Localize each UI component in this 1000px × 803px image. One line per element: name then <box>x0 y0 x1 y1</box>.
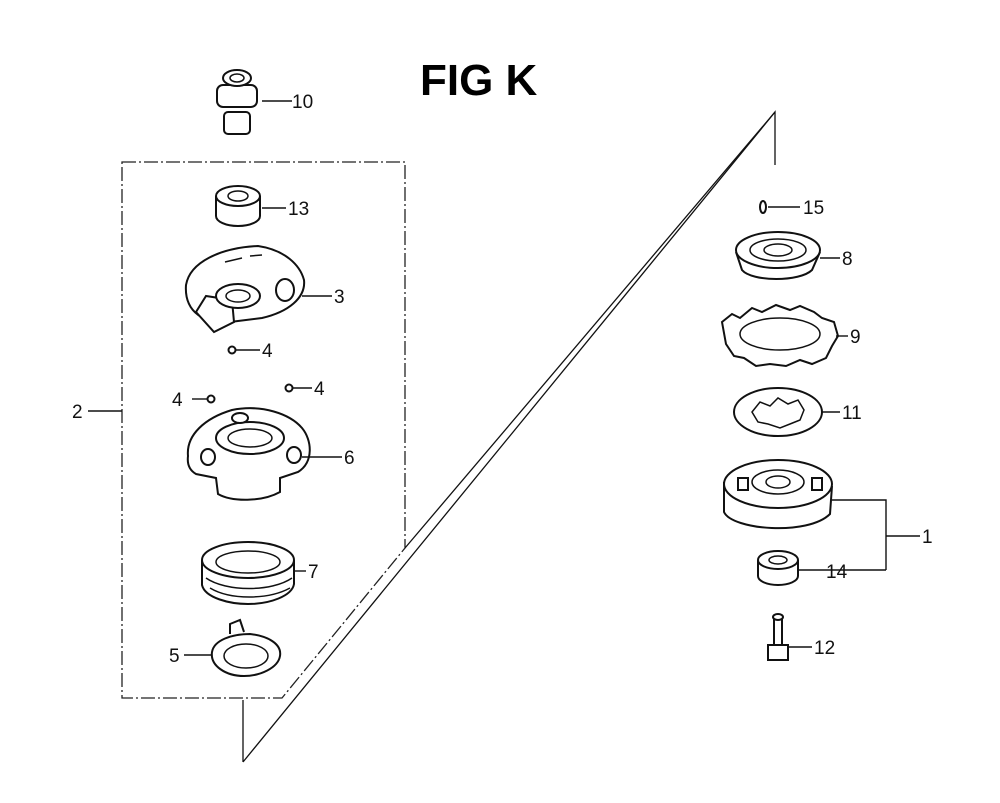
callout-3: 3 <box>334 287 345 308</box>
callout-13: 13 <box>288 199 309 220</box>
callout-6: 6 <box>344 448 355 469</box>
part-14-bearing <box>757 550 799 586</box>
assembly-connector-line <box>242 110 776 763</box>
part-5-spring-holder <box>210 618 282 678</box>
part-15-pin <box>759 200 767 214</box>
part-10-knob <box>216 69 258 135</box>
callout-2: 2 <box>72 402 83 423</box>
callout-15: 15 <box>803 198 824 219</box>
callout-5: 5 <box>169 646 180 667</box>
part-4-ball-c <box>284 383 294 393</box>
leader-1 <box>832 499 920 570</box>
part-9-toothed-ring <box>720 303 840 368</box>
assembly-connector-line-right <box>404 111 776 549</box>
callout-8: 8 <box>842 249 853 270</box>
callout-4-b: 4 <box>172 390 183 411</box>
callout-4-a: 4 <box>262 341 273 362</box>
callout-11: 11 <box>842 403 862 424</box>
callout-14: 14 <box>826 562 848 583</box>
callout-9: 9 <box>850 327 861 348</box>
part-12-bolt <box>767 613 789 661</box>
part-7-spring <box>201 541 295 606</box>
callout-10: 10 <box>292 92 313 113</box>
subassembly-frame <box>121 161 406 699</box>
callout-4-c: 4 <box>314 379 325 400</box>
part-6-lower-plate <box>186 407 311 501</box>
callout-7: 7 <box>308 562 319 583</box>
part-4-ball-a <box>227 345 237 355</box>
part-1-spool-housing <box>723 459 833 530</box>
figure-title: FIG K <box>420 56 538 105</box>
part-8-top-cover <box>735 231 821 280</box>
callout-1: 1 <box>922 527 933 548</box>
part-11-drive-plate <box>733 387 823 437</box>
callout-12: 12 <box>814 638 835 659</box>
part-4-ball-b <box>206 394 216 404</box>
part-3-upper-plate <box>184 244 306 334</box>
part-13-bearing <box>215 185 261 227</box>
